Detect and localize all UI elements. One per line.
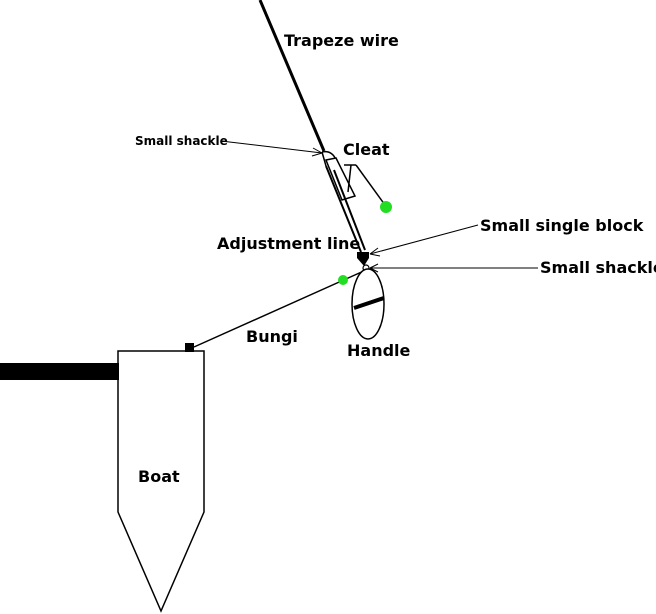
bungi-anchor-point [185, 343, 194, 352]
bungi-cord [193, 269, 367, 348]
label-small-single-block: Small single block [480, 216, 644, 235]
label-bungi: Bungi [246, 327, 298, 346]
single-block [357, 252, 369, 266]
cleat-tail-marker [380, 201, 392, 213]
label-cleat: Cleat [343, 140, 390, 159]
label-trapeze-wire: Trapeze wire [284, 31, 399, 50]
cleat-right-edge [347, 164, 352, 193]
adjustment-line-a [325, 165, 362, 253]
trapeze-wire [258, 0, 326, 152]
label-small-shackle-lower: Small shackle [540, 258, 656, 277]
label-adjustment-line: Adjustment line [217, 234, 360, 253]
cleat-tail-line [355, 164, 386, 206]
handle-bar [353, 296, 385, 310]
label-small-shackle-upper: Small shackle [135, 134, 228, 148]
label-handle: Handle [347, 341, 411, 360]
pointer-small-shackle-upper [220, 140, 323, 157]
pointer-small-shackle-lower [369, 263, 538, 273]
pointer-small-single-block [369, 224, 479, 257]
label-boat: Boat [138, 467, 180, 486]
adjustment-line-b [333, 169, 366, 251]
boat-side-bar [0, 363, 119, 380]
bungi-end-marker [338, 275, 348, 285]
